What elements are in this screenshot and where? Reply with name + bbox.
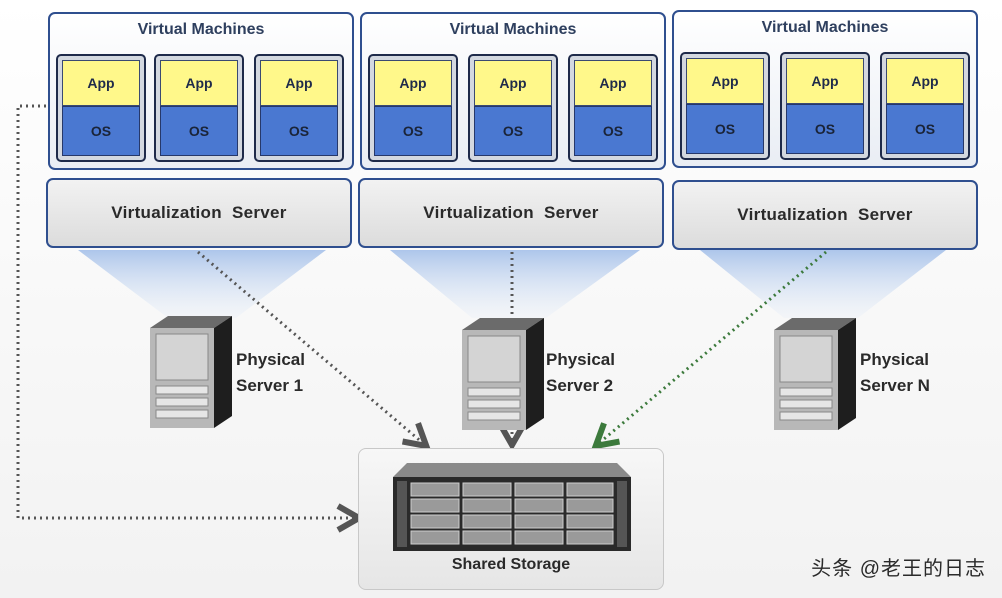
vm-os-block: OS xyxy=(686,104,764,154)
vm-app-block: App xyxy=(574,60,652,106)
vm-app-block: App xyxy=(474,60,552,106)
vm-os-block: OS xyxy=(786,104,864,154)
vm-group-2: Virtual Machines App OS App OS App OS xyxy=(360,12,666,170)
virtual-machine: App OS xyxy=(880,52,970,160)
physical-server-1-label: Physical Server 1 xyxy=(236,347,305,399)
virtual-machine: App OS xyxy=(780,52,870,160)
projection-beam-3 xyxy=(700,250,946,318)
virtual-machine: App OS xyxy=(154,54,244,162)
virtualization-server-3: Virtualization Server xyxy=(672,180,978,250)
dotted-link-server1 xyxy=(197,250,424,444)
virtual-machine: App OS xyxy=(56,54,146,162)
vm-os-block: OS xyxy=(62,106,140,156)
vm-app-block: App xyxy=(260,60,338,106)
shared-storage: Shared Storage xyxy=(358,448,664,590)
virtual-machine: App OS xyxy=(254,54,344,162)
virtualization-server-1: Virtualization Server xyxy=(46,178,352,248)
projection-beam-2 xyxy=(390,250,640,318)
physical-server-1-icon xyxy=(150,316,232,428)
physical-server-2-label: Physical Server 2 xyxy=(546,347,615,399)
virtual-machine: App OS xyxy=(680,52,770,160)
vm-os-block: OS xyxy=(574,106,652,156)
vm-app-block: App xyxy=(62,60,140,106)
vm-os-block: OS xyxy=(160,106,238,156)
physical-server-n-label: Physical Server N xyxy=(860,347,930,399)
physical-server-label-line2: Server 2 xyxy=(546,376,614,395)
vm-app-block: App xyxy=(886,58,964,104)
vm-app-block: App xyxy=(374,60,452,106)
physical-server-label-line1: Physical xyxy=(236,350,305,369)
watermark-text: 头条 @老王的日志 xyxy=(811,558,986,580)
projection-beam-1 xyxy=(78,250,326,318)
shared-storage-label: Shared Storage xyxy=(451,556,571,573)
physical-server-label-line1: Physical xyxy=(860,350,929,369)
vm-os-block: OS xyxy=(260,106,338,156)
dotted-link-serverN xyxy=(598,250,827,444)
vm-group-3: Virtual Machines App OS App OS App OS xyxy=(672,10,978,168)
physical-server-label-line1: Physical xyxy=(546,350,615,369)
physical-server-2-icon xyxy=(462,318,544,430)
virtual-machine: App OS xyxy=(568,54,658,162)
virtual-machine: App OS xyxy=(468,54,558,162)
vm-app-block: App xyxy=(160,60,238,106)
vm-os-block: OS xyxy=(374,106,452,156)
virtualization-server-2: Virtualization Server xyxy=(358,178,664,248)
physical-server-n-icon xyxy=(774,318,856,430)
dotted-link-outer xyxy=(16,104,356,518)
physical-server-label-line2: Server N xyxy=(860,376,930,395)
vm-app-block: App xyxy=(786,58,864,104)
vm-os-block: OS xyxy=(886,104,964,154)
vm-group-title: Virtual Machines xyxy=(449,21,577,38)
vm-group-1: Virtual Machines App OS App OS App OS xyxy=(48,12,354,170)
physical-server-label-line2: Server 1 xyxy=(236,376,304,395)
virtual-machine: App OS xyxy=(368,54,458,162)
vm-os-block: OS xyxy=(474,106,552,156)
vm-group-title: Virtual Machines xyxy=(761,19,889,36)
vm-group-title: Virtual Machines xyxy=(137,21,265,38)
storage-array-icon xyxy=(393,463,631,551)
vm-app-block: App xyxy=(686,58,764,104)
